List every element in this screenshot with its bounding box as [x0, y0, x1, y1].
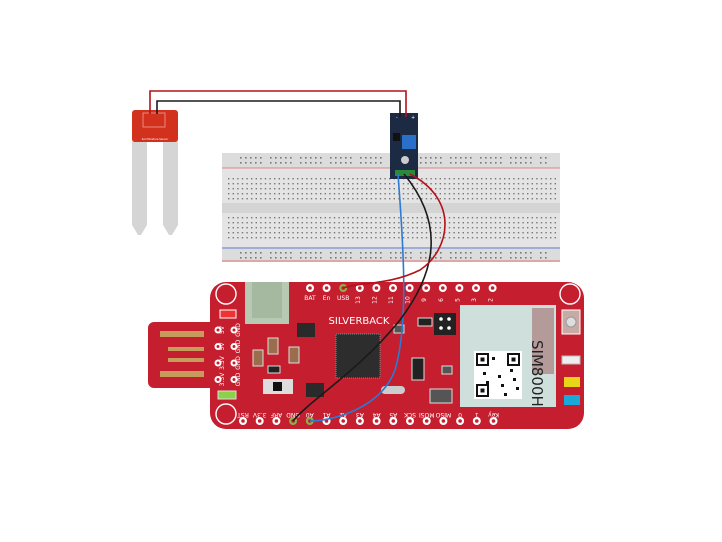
moisture-comparator-module: - +	[390, 113, 418, 179]
soil-sensor-label: Soil Moisture Sensor	[142, 137, 169, 141]
board-name: SILVERBACK	[329, 316, 390, 327]
pin-label: 2	[488, 298, 495, 302]
pin-label: 1	[475, 411, 479, 418]
power-pin-label: GND	[235, 356, 242, 370]
wire-blue-a0[interactable]	[309, 173, 405, 422]
pin-label: 3	[471, 298, 478, 302]
pin-label: MISO	[435, 411, 451, 418]
pin-label: 6	[438, 298, 445, 302]
pin-label: 13	[355, 296, 362, 304]
pin-label: 9	[421, 298, 428, 302]
pin-minus-label: -	[396, 115, 398, 121]
soil-moisture-sensor: Soil Moisture Sensor	[132, 110, 178, 235]
power-pin-label: 5V	[219, 342, 226, 351]
pin-label: GND	[286, 411, 300, 418]
pin-plus-label: +	[411, 115, 415, 121]
pin-label: SCK	[403, 411, 416, 418]
pin-label: 10	[405, 296, 412, 304]
power-pin-label: 3.3V	[219, 372, 226, 387]
pin-label: MOSI	[419, 411, 435, 418]
pin-label: A4	[372, 411, 380, 418]
power-pin-label: GND	[235, 372, 242, 386]
wire-black-gnd[interactable]	[292, 173, 432, 422]
pin-label: 3.3V	[252, 411, 267, 418]
pin-label: Key	[488, 411, 499, 418]
pin-label: 5	[454, 298, 461, 302]
gsm-module-label: SIM800H	[528, 340, 546, 407]
power-pin-label: GND	[235, 323, 242, 337]
pin-label: 12	[371, 296, 378, 304]
pin-label: En	[323, 295, 331, 302]
pin-label: A0	[306, 411, 314, 418]
pin-label: 0	[458, 411, 462, 418]
pin-label: RST	[237, 411, 249, 418]
power-pin-label: GND	[235, 339, 242, 353]
wire-red-vcc-sensor[interactable]	[149, 90, 407, 117]
wire-red-usb[interactable]	[342, 173, 446, 289]
pin-label: A3	[356, 411, 364, 418]
wire-black-gnd-sensor[interactable]	[156, 100, 401, 117]
pin-label: USB	[337, 295, 349, 302]
pin-label: A5	[389, 411, 397, 418]
pin-label: 11	[388, 296, 395, 304]
pin-label: ARF	[270, 411, 282, 418]
power-pin-label: 5V	[219, 325, 226, 334]
power-pin-label: 3.3V	[219, 355, 226, 370]
pin-label: A1	[322, 411, 330, 418]
pin-label: BAT	[304, 295, 316, 302]
